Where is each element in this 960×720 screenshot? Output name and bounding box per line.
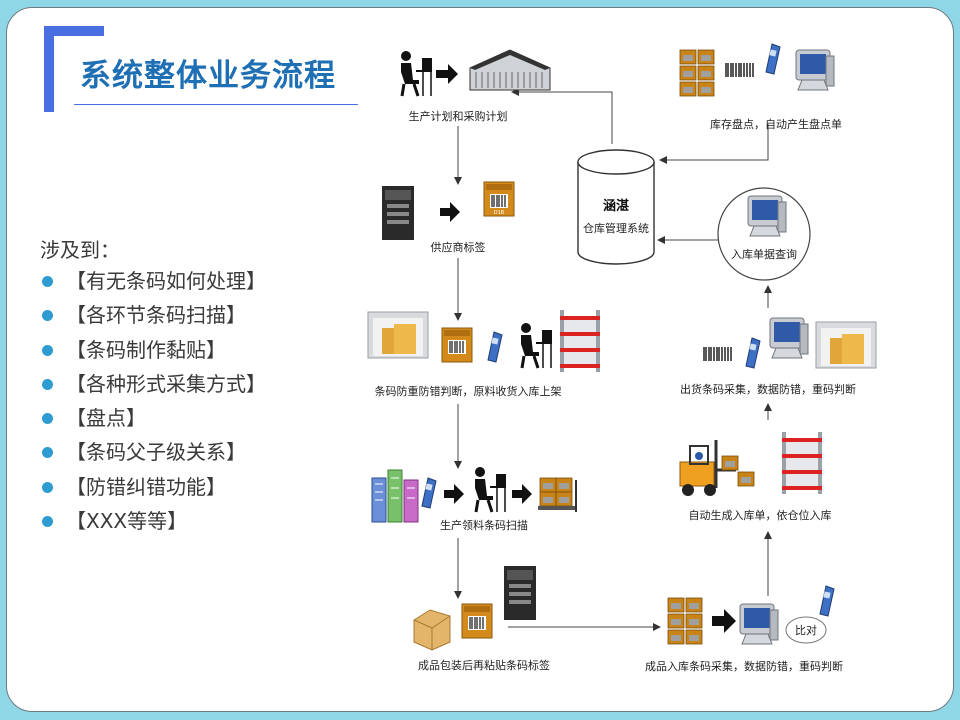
- auto-inbound-label: 自动生成入库单，依仓位入库: [689, 508, 832, 522]
- plan-node: 生产计划和采购计划: [399, 49, 551, 123]
- bullet-icon: [42, 344, 53, 356]
- worker-icon: [519, 321, 554, 370]
- right-arrow-icon: [436, 64, 458, 84]
- inbound-query-node: 入库单据查询: [717, 187, 811, 281]
- list-item: 【有无条码如何处理】: [40, 264, 266, 298]
- computer-icon: [739, 603, 779, 645]
- title-bracket-horizontal: [44, 26, 104, 36]
- computer-icon: [769, 317, 809, 359]
- worker-icon: [399, 49, 434, 98]
- right-arrow-icon: [440, 202, 460, 222]
- bullet-icon: [42, 413, 53, 425]
- truck-container-icon: [367, 311, 429, 359]
- label-printer-icon: [504, 566, 536, 620]
- picking-label: 生产领料条码扫描: [440, 518, 528, 532]
- wms-database-node: 涵湛 仓库管理系统: [577, 149, 655, 265]
- stocktake-node: 库存盘点，自动产生盘点单: [679, 43, 842, 131]
- worker-icon: [473, 465, 508, 514]
- scanner-icon: [765, 43, 781, 75]
- list-item: 【条码制作黏贴】: [40, 333, 266, 367]
- title-underline: [74, 104, 358, 105]
- content-panel: [6, 7, 954, 712]
- packing-label: 成品包装后再粘贴条码标签: [418, 658, 550, 672]
- pallet-icon: [538, 477, 577, 512]
- box-icon: [737, 471, 755, 487]
- cardboard-box-icon: [413, 609, 451, 651]
- stocktake-to-wms-arrow: [659, 124, 769, 164]
- barcode-icon: [701, 345, 735, 363]
- list-item: 【盘点】: [40, 401, 266, 435]
- list-item: 【各种形式采集方式】: [40, 367, 266, 401]
- picking-node: 生产领料条码扫描: [371, 465, 577, 532]
- bullet-icon: [42, 276, 53, 287]
- right-arrow-icon: [512, 484, 532, 504]
- box-stack-icon: [679, 49, 715, 97]
- barcode-box-icon: D1B: [483, 181, 515, 217]
- scanner-icon: [487, 331, 503, 363]
- svg-text:比对: 比对: [795, 623, 817, 637]
- inbound-query-label: 入库单据查询: [731, 247, 797, 261]
- packing-node: 成品包装后再粘贴条码标签: [413, 566, 550, 672]
- wms-brand: 涵湛: [603, 198, 629, 214]
- bullet-icon: [42, 447, 53, 459]
- forklift-icon: [679, 440, 739, 496]
- flow-connectors: [454, 88, 772, 631]
- bullet-icon: [42, 378, 53, 390]
- box-stack-icon: [667, 597, 703, 645]
- barcode-box-icon: [441, 327, 473, 363]
- list-item: 【防错纠错功能】: [40, 470, 266, 504]
- computer-icon: [795, 49, 835, 91]
- receiving-node: 条码防重防错判断，原料收货入库上架: [367, 310, 600, 398]
- barcode-box-icon: [461, 603, 493, 639]
- shelf-icon: [782, 432, 822, 494]
- receiving-label: 条码防重防错判断，原料收货入库上架: [375, 384, 562, 398]
- list-item: 【条码父子级关系】: [40, 435, 266, 469]
- topic-list: 【有无条码如何处理】 【各环节条码扫描】 【条码制作黏贴】 【各种形式采集方式】…: [40, 264, 266, 538]
- list-item: 【XXX等等】: [40, 504, 266, 538]
- factory-icon: [371, 469, 419, 523]
- svg-text:D1B: D1B: [494, 210, 505, 216]
- title-bracket-vertical: [44, 26, 54, 112]
- right-arrow-icon: [712, 609, 736, 633]
- bullet-icon: [42, 310, 53, 322]
- truck-container-icon: [815, 321, 877, 369]
- warehouse-icon: [469, 49, 551, 91]
- stocktake-label: 库存盘点，自动产生盘点单: [710, 117, 842, 131]
- outbound-label: 出货条码采集，数据防错，重码判断: [680, 382, 856, 396]
- scanner-icon: [421, 477, 437, 509]
- bullet-icon: [42, 481, 53, 493]
- list-item: 【各环节条码扫描】: [40, 298, 266, 332]
- right-arrow-icon: [444, 484, 464, 504]
- plan-label: 生产计划和采购计划: [409, 109, 508, 123]
- fg-inbound-label: 成品入库条码采集，数据防错，重码判断: [645, 659, 843, 673]
- outbound-node: 出货条码采集，数据防错，重码判断: [680, 317, 877, 396]
- page-title: 系统整体业务流程: [80, 48, 380, 104]
- wms-name: 仓库管理系统: [583, 221, 649, 235]
- label-printer-icon: [382, 186, 414, 240]
- fg-inbound-node: 比对 成品入库条码采集，数据防错，重码判断: [645, 585, 843, 673]
- compare-badge: 比对: [785, 616, 827, 644]
- wms-to-plan-arrow: [511, 88, 613, 144]
- barcode-icon: [723, 61, 757, 79]
- shelf-icon: [560, 310, 600, 372]
- database-icon: [577, 162, 655, 265]
- supplier-node: D1B 供应商标签: [382, 181, 515, 254]
- intro-text: 涉及到：: [40, 238, 120, 262]
- auto-inbound-node: 自动生成入库单，依仓位入库: [679, 432, 832, 522]
- supplier-label: 供应商标签: [431, 240, 486, 254]
- computer-icon: [747, 195, 787, 237]
- bullet-icon: [42, 516, 53, 528]
- scanner-icon: [819, 585, 835, 617]
- scanner-icon: [745, 337, 761, 369]
